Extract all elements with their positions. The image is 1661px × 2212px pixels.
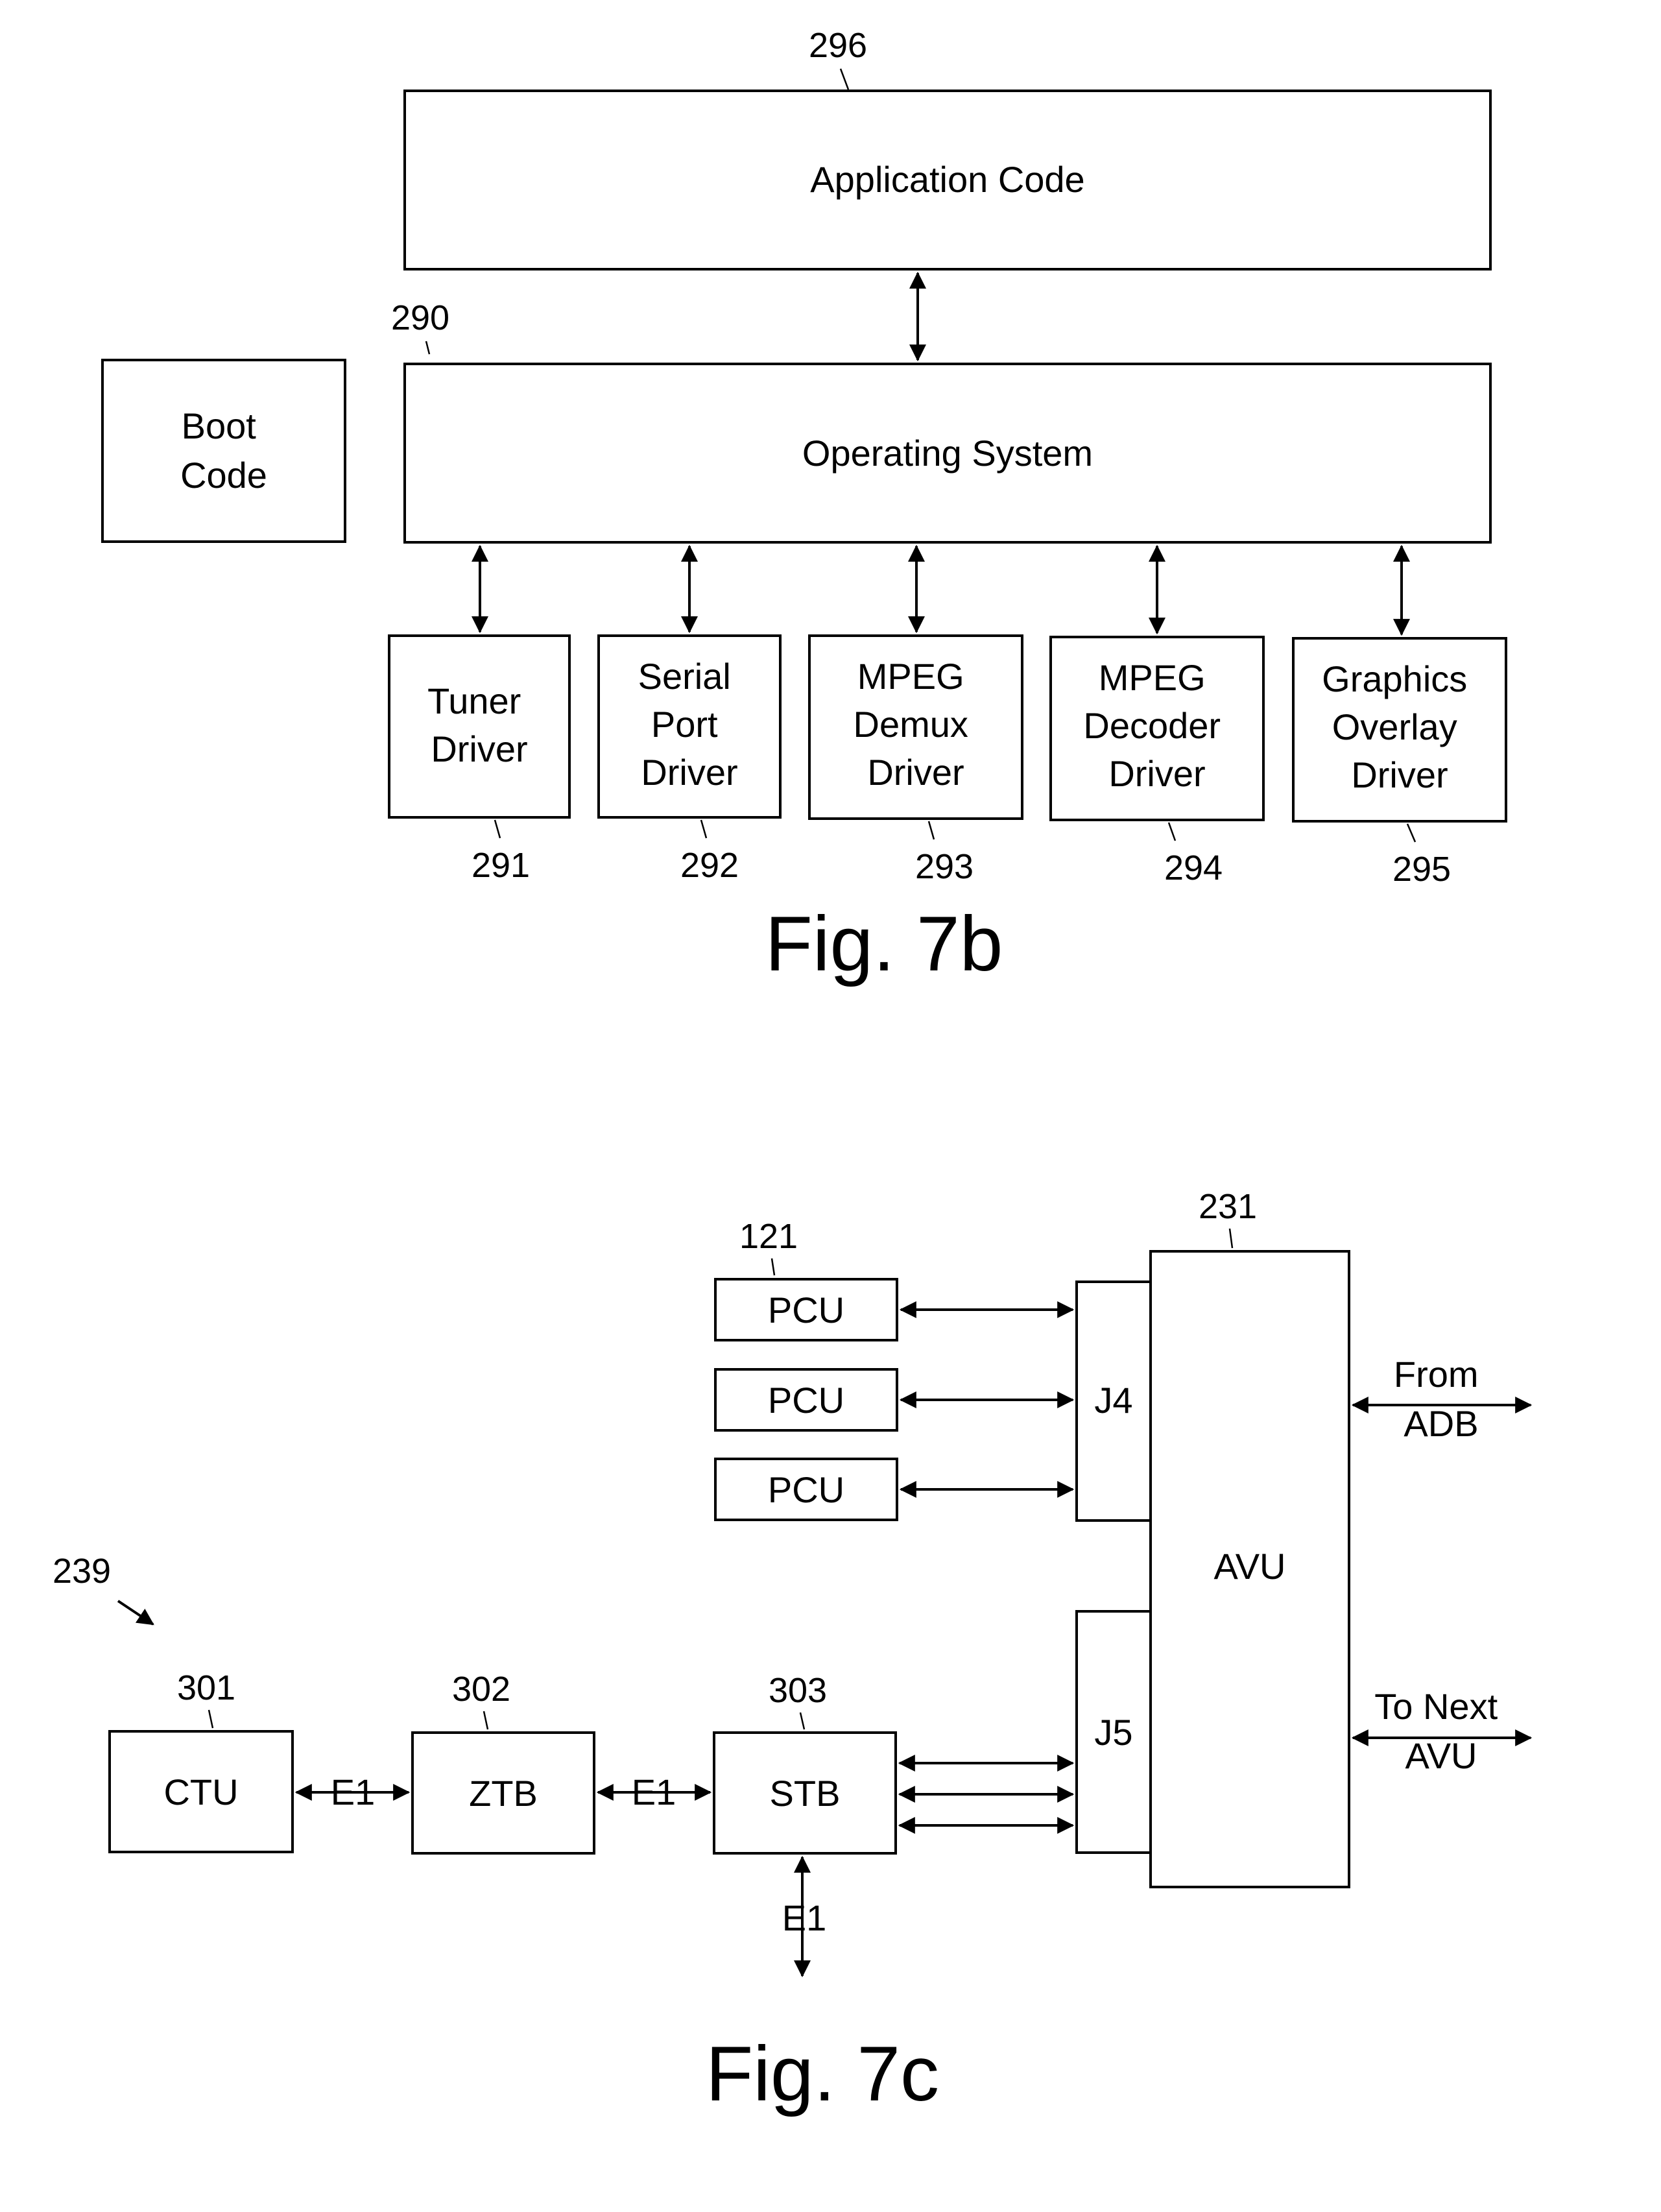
ref-292: 292 [680,846,739,885]
ref-291: 291 [472,846,530,885]
ref-301-leader [209,1710,213,1728]
ref-239: 239 [53,1552,111,1591]
fig-7c: AVU 231 J4 J5 121 PCU PCU PCU From ADB T… [53,1187,1531,2117]
mpeg-demux-driver-label: MPEG Demux Driver [854,656,979,793]
ref-293: 293 [915,847,974,886]
from-adb-label: From ADB [1394,1354,1488,1444]
fig-7b: Application Code 296 Operating System 29… [102,26,1506,987]
ztb-stb-e1-label: E1 [632,1772,676,1812]
ref-121-leader [772,1258,774,1275]
stb-down-e1-label: E1 [782,1897,827,1938]
operating-system-label: Operating System [802,433,1093,474]
ref-295: 295 [1392,850,1451,889]
ref-302-leader [484,1711,488,1729]
driver-graphics-overlay: Graphics Overlay Driver 295 [1293,546,1506,889]
j5-label: J5 [1094,1712,1132,1753]
ref-295-leader [1407,824,1415,842]
pcu-label-3: PCU [768,1469,844,1510]
ref-290: 290 [391,298,449,337]
stb-label: STB [770,1773,841,1814]
serial-port-driver-label: Serial Port Driver [638,656,741,793]
ref-296-leader [841,69,848,90]
ref-296: 296 [809,26,867,65]
ref-301: 301 [177,1668,235,1707]
ref-290-leader [426,341,429,354]
j4-label: J4 [1094,1380,1132,1421]
ref-121: 121 [739,1217,798,1256]
ref-294: 294 [1164,848,1223,887]
ref-293-leader [929,821,934,839]
tuner-driver-box [389,636,569,817]
ref-303: 303 [769,1671,827,1710]
driver-mpeg-demux: MPEG Demux Driver 293 [809,546,1022,886]
pcu-label-2: PCU [768,1380,844,1421]
fig-7c-caption: Fig. 7c [706,2030,939,2117]
pcu-label-1: PCU [768,1290,844,1330]
ref-302: 302 [452,1670,510,1709]
avu-label: AVU [1214,1546,1286,1587]
ref-303-leader [800,1713,804,1729]
driver-serial-port: Serial Port Driver 292 [599,546,780,885]
ref-231-leader [1230,1229,1232,1248]
driver-tuner: Tuner Driver 291 [389,546,569,885]
driver-mpeg-decoder: MPEG Decoder Driver 294 [1051,546,1263,887]
ref-239-pointer [118,1601,153,1624]
boot-code-box [102,360,345,542]
ref-294-leader [1169,823,1175,841]
ref-292-leader [701,820,706,838]
ztb-label: ZTB [469,1773,538,1814]
ctu-ztb-e1-label: E1 [331,1772,376,1812]
to-next-avu-label: To Next AVU [1374,1686,1507,1776]
application-code-label: Application Code [810,159,1084,200]
fig-7b-caption: Fig. 7b [765,900,1003,987]
ref-231: 231 [1199,1187,1257,1226]
ctu-label: CTU [163,1772,238,1812]
ref-291-leader [495,820,500,838]
